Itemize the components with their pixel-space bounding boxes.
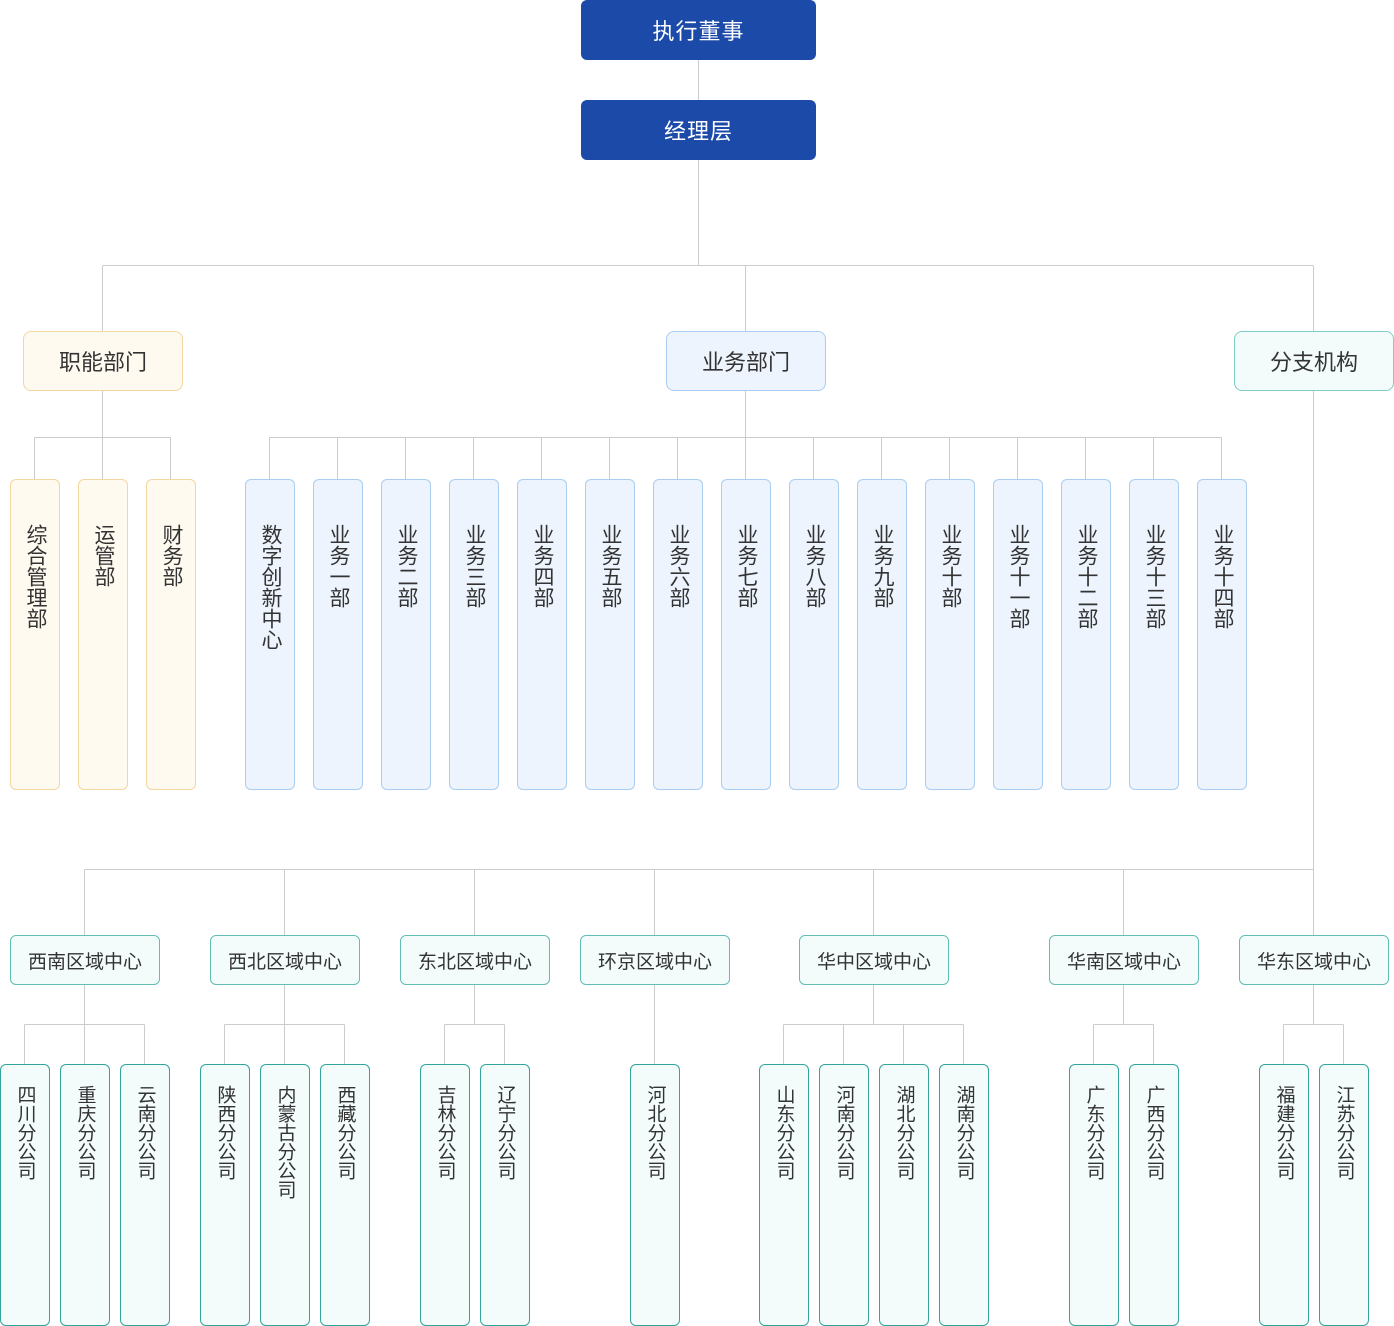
branch-office-box: 西藏分公司 [320, 1064, 370, 1326]
business-dept-label: 业务十一部 [1007, 524, 1030, 629]
branch-office-label: 吉林分公司 [434, 1085, 456, 1180]
business-dept-box: 业务十三部 [1129, 479, 1179, 790]
business-departments-box: 业务部门 [666, 331, 826, 391]
business-dept-box: 业务五部 [585, 479, 635, 790]
branch-office-label: 重庆分公司 [74, 1085, 96, 1180]
business-dept-box: 业务七部 [721, 479, 771, 790]
branch-office-label: 陕西分公司 [214, 1085, 236, 1180]
business-dept-label: 业务三部 [463, 524, 486, 608]
branch-offices-box: 分支机构 [1234, 331, 1394, 391]
business-dept-label: 业务六部 [667, 524, 690, 608]
business-dept-label: 业务四部 [531, 524, 554, 608]
region-center-label: 华东区域中心 [1256, 951, 1371, 973]
business-dept-label: 业务十部 [939, 524, 962, 608]
region-center-box: 西南区域中心 [10, 935, 160, 985]
region-center-box: 华中区域中心 [799, 935, 949, 985]
business-dept-box: 业务十一部 [993, 479, 1043, 790]
region-center-label: 西南区域中心 [27, 951, 142, 973]
executive-director-box: 执行董事 [581, 0, 816, 60]
business-dept-label: 业务八部 [803, 524, 826, 608]
branch-office-box: 陕西分公司 [200, 1064, 250, 1326]
branch-office-label: 湖北分公司 [893, 1085, 915, 1180]
branch-office-label: 广东分公司 [1083, 1085, 1105, 1180]
branch-office-box: 吉林分公司 [420, 1064, 470, 1326]
branch-office-label: 西藏分公司 [334, 1085, 356, 1180]
region-center-label: 环京区域中心 [597, 951, 712, 973]
business-dept-box: 数字创新中心 [245, 479, 295, 790]
functional-departments-box: 职能部门 [23, 331, 183, 391]
region-center-box: 西北区域中心 [210, 935, 360, 985]
functional-dept-box: 综合管理部 [10, 479, 60, 790]
business-dept-box: 业务十二部 [1061, 479, 1111, 790]
management-label: 经理层 [663, 119, 733, 144]
functional-dept-label: 运管部 [92, 524, 115, 587]
branch-office-label: 河南分公司 [833, 1085, 855, 1180]
region-center-box: 华南区域中心 [1049, 935, 1199, 985]
branch-office-box: 山东分公司 [759, 1064, 809, 1326]
functional-departments-label: 职能部门 [58, 350, 147, 375]
branch-office-label: 江苏分公司 [1333, 1085, 1355, 1180]
branch-office-label: 湖南分公司 [953, 1085, 975, 1180]
branch-office-label: 云南分公司 [134, 1085, 156, 1180]
branch-office-box: 福建分公司 [1259, 1064, 1309, 1326]
region-center-box: 环京区域中心 [580, 935, 730, 985]
region-center-label: 西北区域中心 [227, 951, 342, 973]
branch-office-box: 重庆分公司 [60, 1064, 110, 1326]
management-box: 经理层 [581, 100, 816, 160]
business-dept-label: 业务五部 [599, 524, 622, 608]
business-dept-box: 业务二部 [381, 479, 431, 790]
functional-dept-box: 财务部 [146, 479, 196, 790]
functional-dept-box: 运管部 [78, 479, 128, 790]
business-dept-label: 业务一部 [327, 524, 350, 608]
branch-office-box: 河南分公司 [819, 1064, 869, 1326]
business-departments-label: 业务部门 [701, 350, 790, 375]
region-center-label: 华南区域中心 [1066, 951, 1181, 973]
branch-office-label: 四川分公司 [14, 1085, 36, 1180]
branch-office-box: 河北分公司 [630, 1064, 680, 1326]
business-dept-box: 业务九部 [857, 479, 907, 790]
branch-office-box: 四川分公司 [0, 1064, 50, 1326]
business-dept-label: 业务七部 [735, 524, 758, 608]
functional-dept-label: 综合管理部 [24, 524, 47, 629]
business-dept-label: 业务十二部 [1075, 524, 1098, 629]
business-dept-box: 业务一部 [313, 479, 363, 790]
business-dept-label: 数字创新中心 [259, 524, 282, 650]
branch-office-box: 湖南分公司 [939, 1064, 989, 1326]
branch-office-label: 内蒙古分公司 [274, 1085, 296, 1199]
business-dept-box: 业务四部 [517, 479, 567, 790]
branch-office-box: 湖北分公司 [879, 1064, 929, 1326]
business-dept-box: 业务六部 [653, 479, 703, 790]
branch-office-label: 广西分公司 [1143, 1085, 1165, 1180]
branch-office-box: 广西分公司 [1129, 1064, 1179, 1326]
branch-offices-label: 分支机构 [1269, 350, 1358, 375]
functional-dept-label: 财务部 [160, 524, 183, 587]
business-dept-box: 业务十四部 [1197, 479, 1247, 790]
region-center-label: 东北区域中心 [417, 951, 532, 973]
branch-office-box: 辽宁分公司 [480, 1064, 530, 1326]
business-dept-label: 业务九部 [871, 524, 894, 608]
branch-office-box: 内蒙古分公司 [260, 1064, 310, 1326]
business-dept-box: 业务三部 [449, 479, 499, 790]
branch-office-label: 河北分公司 [644, 1085, 666, 1180]
business-dept-box: 业务十部 [925, 479, 975, 790]
business-dept-box: 业务八部 [789, 479, 839, 790]
branch-office-label: 福建分公司 [1273, 1085, 1295, 1180]
business-dept-label: 业务二部 [395, 524, 418, 608]
branch-office-box: 云南分公司 [120, 1064, 170, 1326]
branch-office-label: 山东分公司 [773, 1085, 795, 1180]
executive-director-label: 执行董事 [652, 19, 745, 44]
region-center-box: 东北区域中心 [400, 935, 550, 985]
branch-office-box: 广东分公司 [1069, 1064, 1119, 1326]
region-center-label: 华中区域中心 [816, 951, 931, 973]
branch-office-box: 江苏分公司 [1319, 1064, 1369, 1326]
business-dept-label: 业务十三部 [1143, 524, 1166, 629]
business-dept-label: 业务十四部 [1211, 524, 1234, 629]
branch-office-label: 辽宁分公司 [494, 1085, 516, 1180]
region-center-box: 华东区域中心 [1239, 935, 1389, 985]
